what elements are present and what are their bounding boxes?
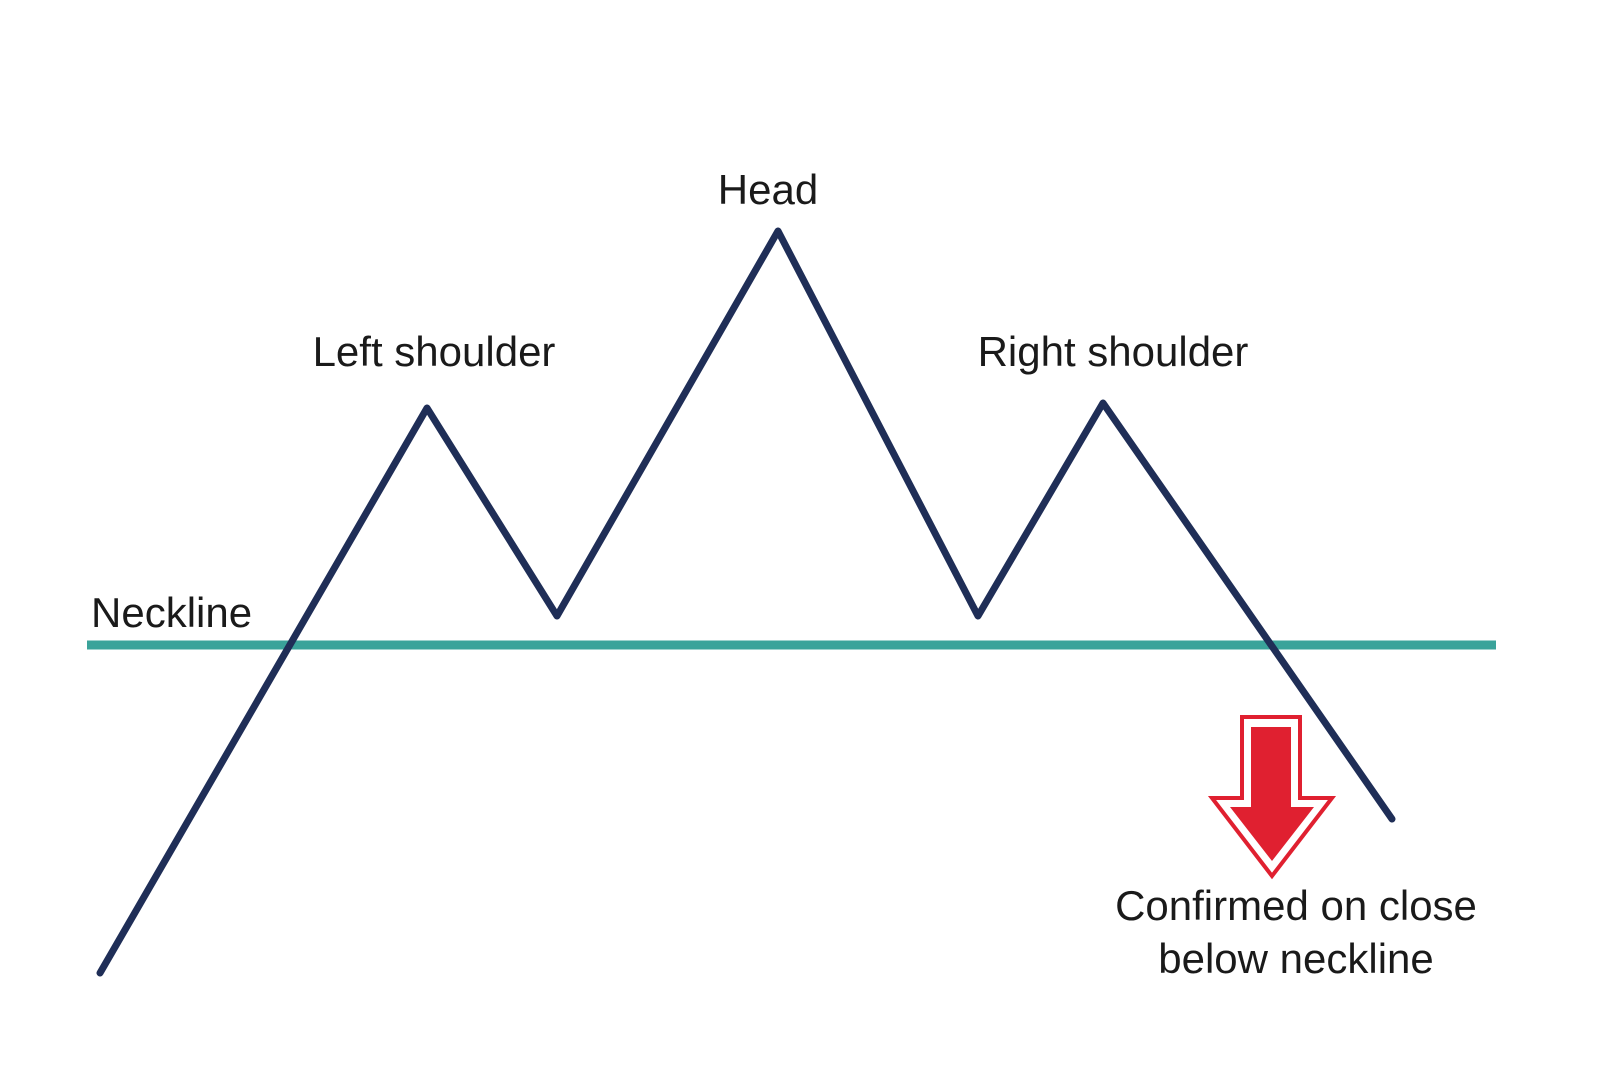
confirmation-label-line1: Confirmed on close [1115,882,1477,929]
left-shoulder-label: Left shoulder [313,328,556,375]
down-arrow-icon [1207,715,1337,880]
head-label: Head [718,166,818,213]
confirmation-label-line2: below neckline [1158,935,1434,982]
right-shoulder-label: Right shoulder [978,328,1249,375]
neckline-label: Neckline [91,589,252,636]
price-line [96,227,1396,977]
arrow-fill [1230,727,1314,861]
